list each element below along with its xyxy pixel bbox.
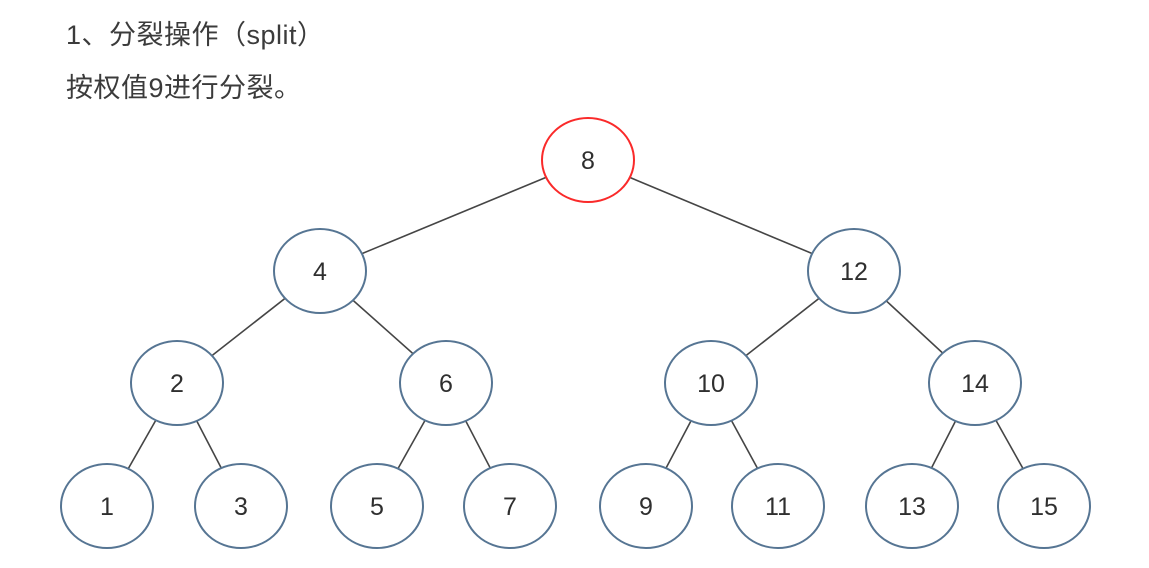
tree-node-2: 2 — [130, 340, 224, 426]
node-label: 1 — [100, 493, 114, 521]
tree-node-7: 7 — [463, 463, 557, 549]
node-circle — [463, 463, 557, 549]
node-circle — [928, 340, 1022, 426]
node-label: 4 — [313, 258, 327, 286]
node-circle — [664, 340, 758, 426]
node-label: 12 — [840, 258, 868, 286]
node-circle — [273, 228, 367, 314]
node-circle — [731, 463, 825, 549]
node-label: 11 — [765, 493, 791, 521]
caption-block: 1、分裂操作（split） 按权值9进行分裂。 — [66, 20, 325, 103]
node-circle — [130, 340, 224, 426]
node-label: 10 — [697, 370, 725, 398]
section-heading: 1、分裂操作（split） — [66, 20, 325, 50]
node-label: 5 — [370, 493, 384, 521]
node-circle — [60, 463, 154, 549]
tree-node-12: 12 — [807, 228, 901, 314]
node-label: 14 — [961, 370, 989, 398]
tree-node-6: 6 — [399, 340, 493, 426]
node-label: 13 — [898, 493, 926, 521]
node-circle — [330, 463, 424, 549]
node-circle — [399, 340, 493, 426]
tree-node-9: 9 — [599, 463, 693, 549]
tree-node-11: 11 — [731, 463, 825, 549]
tree-node-13: 13 — [865, 463, 959, 549]
node-label: 7 — [503, 493, 517, 521]
node-label: 2 — [170, 370, 184, 398]
tree-node-15: 15 — [997, 463, 1091, 549]
tree-node-1: 1 — [60, 463, 154, 549]
node-label: 9 — [639, 493, 653, 521]
node-circle — [997, 463, 1091, 549]
node-circle — [865, 463, 959, 549]
caption-text: 按权值9进行分裂。 — [66, 73, 302, 103]
node-label: 6 — [439, 370, 453, 398]
tree-node-10: 10 — [664, 340, 758, 426]
tree-node-8: 8 — [541, 117, 635, 203]
node-label: 3 — [234, 493, 248, 521]
tree-node-4: 4 — [273, 228, 367, 314]
tree-node-14: 14 — [928, 340, 1022, 426]
tree-edge-8-12 — [587, 159, 855, 272]
tree-node-3: 3 — [194, 463, 288, 549]
tree-node-5: 5 — [330, 463, 424, 549]
node-circle — [807, 228, 901, 314]
root-node-circle — [541, 117, 635, 203]
node-circle — [194, 463, 288, 549]
node-circle — [599, 463, 693, 549]
node-label: 15 — [1030, 493, 1058, 521]
tree-edge-8-4 — [319, 159, 589, 272]
node-label: 8 — [581, 147, 595, 175]
